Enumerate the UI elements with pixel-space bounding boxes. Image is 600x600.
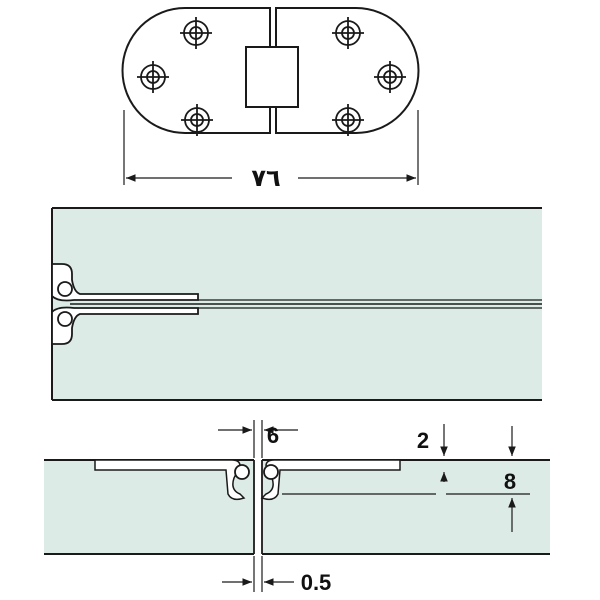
panel-open-section: 6 2 8 0.5 xyxy=(44,420,550,595)
clearance-dimension xyxy=(222,556,294,592)
screw-hole-left-top xyxy=(180,17,212,49)
width-dimension xyxy=(123,110,419,185)
right-panel xyxy=(262,460,550,554)
hinge-knuckle-plate xyxy=(245,46,299,108)
recess-depth-label: 8 xyxy=(504,469,516,494)
recess-depth-dimension xyxy=(446,426,530,532)
knuckle-gap-label: 6 xyxy=(267,423,279,448)
screw-hole-right-bottom xyxy=(332,104,364,136)
clearance-label: 0.5 xyxy=(301,570,332,595)
left-panel xyxy=(44,460,254,554)
left-open-knuckle xyxy=(234,464,250,480)
right-open-knuckle xyxy=(263,464,279,480)
screw-hole-left-bottom xyxy=(181,104,213,136)
left-open-leaf xyxy=(94,459,246,501)
panel-closed-view xyxy=(51,207,542,401)
screw-hole-right-top xyxy=(332,17,364,49)
lower-knuckle-pin xyxy=(57,311,73,327)
hinge-top-view: ٧٦ xyxy=(121,7,420,192)
lower-leaf-section xyxy=(51,306,199,345)
left-hinge-leaf xyxy=(121,7,271,134)
width-dimension-label: ٧٦ xyxy=(251,165,280,192)
right-hinge-leaf xyxy=(275,7,420,134)
screw-hole-right-middle xyxy=(374,61,406,93)
leaf-thickness-label: 2 xyxy=(417,428,429,453)
screw-hole-left-middle xyxy=(137,61,169,93)
upper-knuckle-pin xyxy=(57,281,73,297)
knuckle-gap-dimension xyxy=(218,420,298,458)
upper-leaf-section xyxy=(51,263,199,302)
right-open-leaf xyxy=(260,459,401,501)
